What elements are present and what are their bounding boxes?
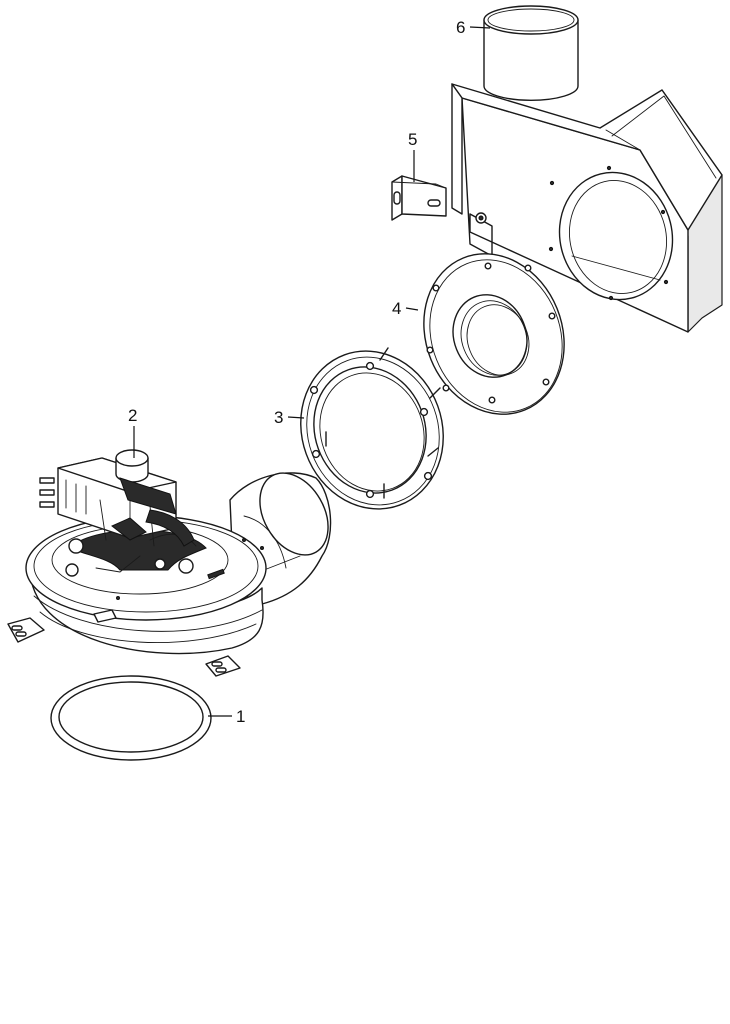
callout-label-6: 6 xyxy=(456,18,465,37)
callout-label-2: 2 xyxy=(128,406,137,425)
callout-4: 4 xyxy=(392,299,419,318)
blower-housing xyxy=(451,5,723,333)
callout-5: 5 xyxy=(408,130,417,182)
callout-label-1: 1 xyxy=(236,707,245,726)
callout-label-3: 3 xyxy=(274,408,283,427)
callout-label-4: 4 xyxy=(392,299,401,318)
callout-3: 3 xyxy=(274,408,305,427)
gasket-ring xyxy=(50,675,212,761)
callout-6: 6 xyxy=(456,18,491,37)
bracket xyxy=(391,175,447,221)
adapter-flange xyxy=(423,253,565,415)
blower-mount-plate xyxy=(300,347,444,510)
callout-1: 1 xyxy=(208,707,245,726)
callout-label-5: 5 xyxy=(408,130,417,149)
motor-blower-assembly xyxy=(7,449,332,677)
motor xyxy=(39,449,195,547)
callout-2: 2 xyxy=(128,406,137,458)
